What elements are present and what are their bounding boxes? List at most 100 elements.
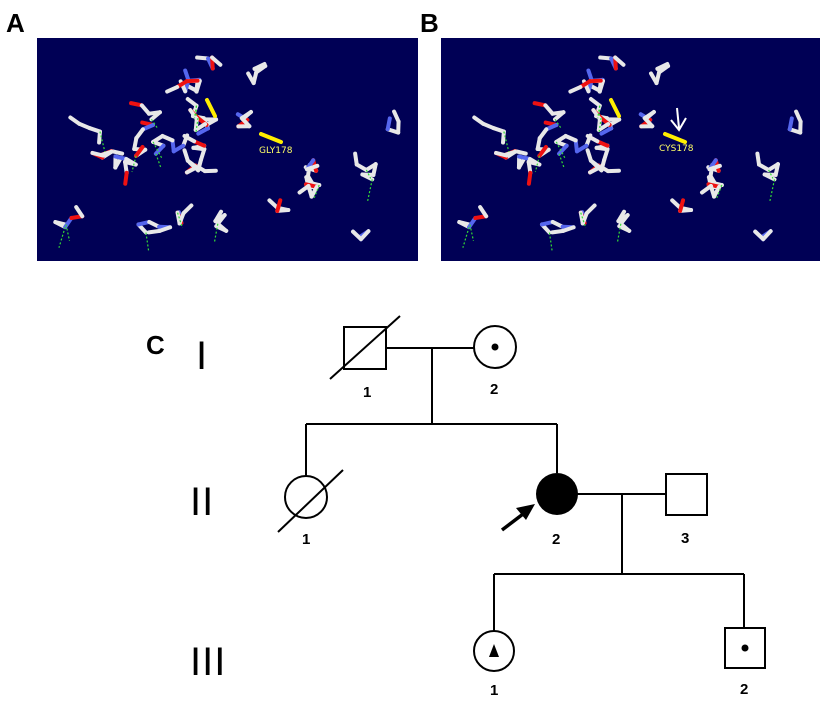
hydrogen-bond [598,105,601,117]
hydrogen-bond [152,141,163,159]
molecule-bond [146,228,162,235]
individual-number-ii-1: 1 [302,531,310,548]
molecule-bond [568,85,583,94]
hydrogen-bond [548,232,553,253]
molecule-bond [649,71,659,86]
individual-i-2-female-carrier [473,325,517,369]
individual-ii-2-affected-proband [536,473,578,515]
individual-number-ii-2: 2 [552,531,560,548]
hydrogen-bond [469,224,475,241]
molecule-bond [537,144,548,158]
individual-iii-2-male-carrier [724,627,766,669]
hydrogen-bond [616,223,622,243]
hydrogen-bond [195,105,198,117]
residue-label-gly178: GLY178 [259,146,293,156]
molecule-bond [240,109,253,122]
hydrogen-bond [195,117,199,134]
molecule-bond [275,198,283,213]
molecule-bond [385,116,392,132]
molecule-bond [123,170,129,186]
highlight-arrow-icon [670,107,687,132]
hydrogen-bond [99,131,106,153]
individual-number-iii-1: 1 [490,682,498,699]
molecule-bond [90,150,106,158]
hydrogen-bond [145,232,150,253]
molecule-bond [643,109,656,122]
deceased-slash-ii-1 [277,469,344,533]
molecule-bond [134,144,145,158]
residue-label-cys178: CYS178 [659,144,694,154]
hydrogen-bond [598,117,602,134]
sulfur-bond [205,98,217,118]
hydrogen-bond [131,155,137,173]
carrier-dot-i-2 [491,343,499,351]
individual-number-i-2: 2 [490,381,498,398]
hydrogen-bond [555,141,566,159]
molecule-bond [74,205,85,219]
molecule-panel-b: CYS178 [441,38,820,261]
molecule-bond [584,203,597,216]
molecule-b-structure: CYS178 [457,55,803,253]
molecule-bond [494,150,509,158]
hydrogen-bond [65,224,71,241]
molecule-bond [213,209,224,224]
molecule-a-structure: GLY178 [53,55,401,253]
molecule-bond [181,203,194,216]
sulfur-bond [609,98,621,118]
hydrogen-bond [58,226,66,248]
molecule-bond [360,172,375,182]
individual-number-iii-2: 2 [740,681,748,698]
molecule-bond [709,180,724,188]
molecule-bond [550,228,566,235]
hydrogen-bond [176,212,184,229]
molecule-b-bonds [457,55,803,253]
carrier-dot-iii-2 [741,644,749,652]
molecule-bond [787,116,794,132]
panel-c-letter: C [146,330,165,360]
molecule-bond [478,205,489,219]
molecule-bond [753,229,766,242]
hydrogen-bond [213,223,219,243]
proband-arrow-icon [500,504,535,532]
molecule-bond [306,180,322,188]
panel-b-letter: B [420,8,439,38]
molecule-bond [557,143,569,156]
molecule-bond [553,110,566,122]
molecule-bond [153,143,166,156]
individual-iii-1-female-carrier [473,630,515,672]
generation-label-i: I [196,334,209,378]
individual-ii-1-female-deceased [284,475,328,519]
molecule-bond [196,126,210,136]
molecule-bond [585,148,593,163]
molecule-bond [526,170,533,186]
molecule-bond [193,122,208,132]
hydrogen-bond [365,169,372,179]
panel-a-letter: A [6,8,25,38]
molecule-bond [596,122,611,132]
molecule-bond [678,198,686,213]
hydrogen-bond [534,155,541,173]
molecule-bond [351,229,364,242]
molecule-bond [304,163,320,172]
molecule-bond [616,209,627,224]
individual-number-i-1: 1 [363,384,371,401]
molecule-bond [246,71,256,86]
molecule-bond [210,55,223,67]
molecule-bond [700,184,713,195]
sulfur-bond [663,132,687,144]
sulfur-bond [259,132,283,144]
individual-ii-3-male [665,473,708,516]
molecule-bond [762,172,777,182]
hydrogen-bond [462,226,470,248]
generation-label-iii: III [190,640,227,684]
deceased-slash-i-1 [329,315,401,380]
molecule-bond [599,126,614,136]
molecule-bond [182,148,190,163]
molecule-panel-a: GLY178 [37,38,418,261]
molecule-bond [613,55,626,67]
molecule-bond [165,85,180,94]
carrier-triangle-iii-1 [489,644,499,657]
molecule-a-bonds [53,55,401,253]
molecule-bond [149,110,162,122]
